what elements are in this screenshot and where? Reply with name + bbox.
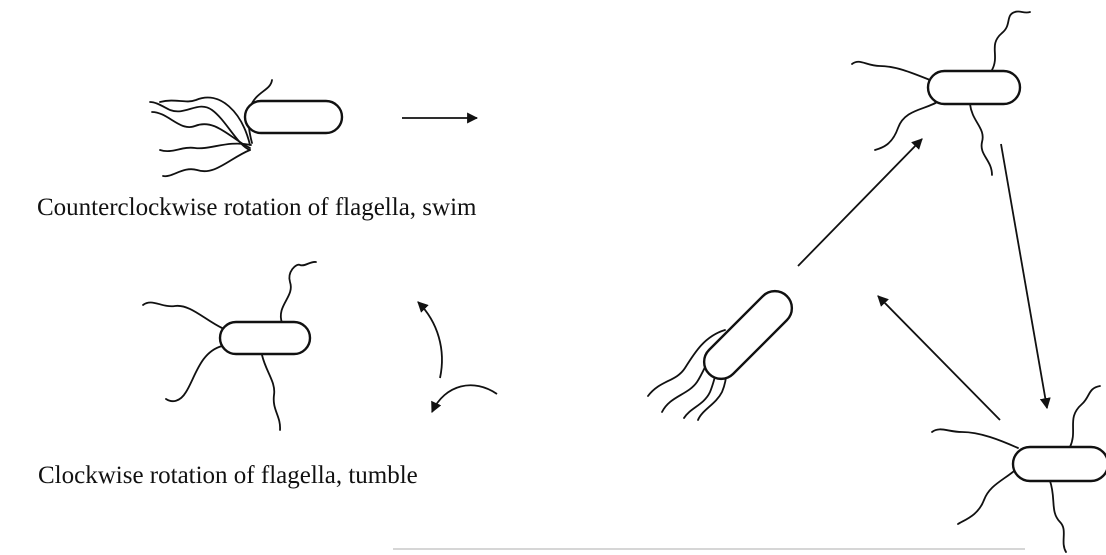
path-bacterium-bottom <box>932 386 1106 552</box>
run-arrow-back <box>878 296 1000 420</box>
run-arrow-to-top <box>798 139 922 266</box>
tumble-rotation-arrow-down <box>432 385 497 412</box>
swimming-bacterium <box>150 80 342 176</box>
path-bacterium-diagonal <box>648 284 799 420</box>
tumble-caption: Clockwise rotation of flagella, tumble <box>38 462 418 490</box>
swim-caption: Counterclockwise rotation of flagella, s… <box>37 194 476 222</box>
run-arrow-to-bottom <box>1001 144 1047 408</box>
tumbling-bacterium <box>143 262 316 430</box>
path-bacterium-top <box>852 11 1030 175</box>
tumble-rotation-arrow-up <box>418 302 442 378</box>
